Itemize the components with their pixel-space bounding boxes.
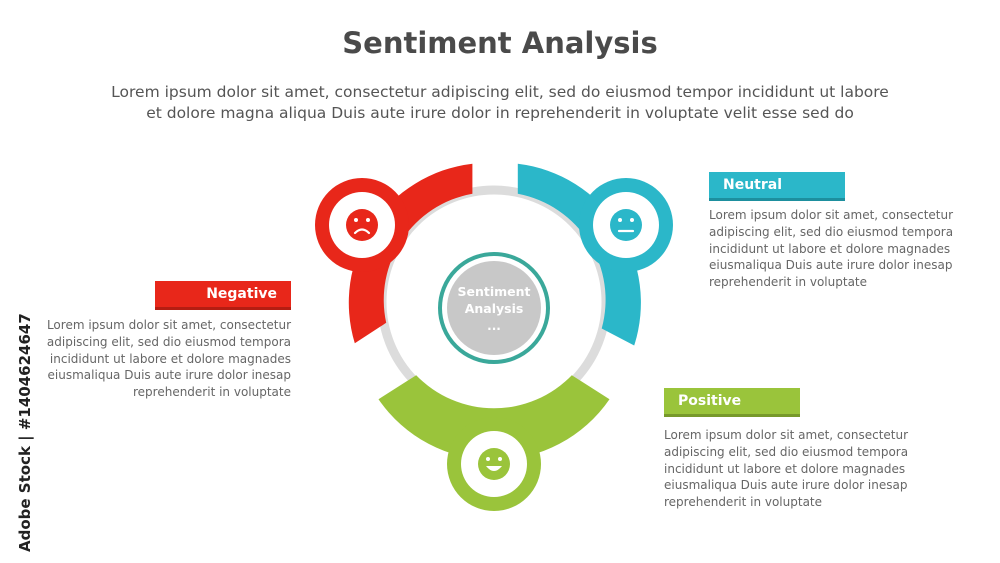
- subtitle-line: Lorem ipsum dolor sit amet, consectetur …: [111, 83, 889, 101]
- negative-label: Negative: [155, 281, 291, 310]
- description-line: reprehenderit in voluptate: [709, 275, 868, 290]
- negative-description: Lorem ipsum dolor sit amet, consectetur …: [31, 317, 291, 401]
- sad-face-icon: [346, 209, 378, 241]
- page-title: Sentiment Analysis: [342, 26, 658, 60]
- neutral-segment: [517, 163, 673, 346]
- stock-watermark: Adobe Stock | #1404624647: [4, 312, 34, 552]
- neutral-description: Lorem ipsum dolor sit amet, consectetur …: [709, 207, 969, 291]
- description-line: eiusmaliqua Duis aute irure dolor inesap: [664, 478, 908, 493]
- description-line: Lorem ipsum dolor sit amet, consectetur: [709, 208, 954, 222]
- description-line: adipiscing elit, sed dio eiusmod tempora: [664, 444, 909, 459]
- description-line: incididunt ut labore et dolore magnades: [49, 351, 291, 366]
- center-label-line1: Sentiment: [457, 284, 530, 299]
- positive-description: Lorem ipsum dolor sit amet, consectetur …: [664, 427, 924, 511]
- subtitle-line: et dolore magna aliqua Duis aute irure d…: [146, 104, 854, 122]
- neutral-face-icon: [610, 209, 642, 241]
- description-line: adipiscing elit, sed dio eiusmod tempora: [46, 334, 291, 349]
- neutral-arc-band: [517, 163, 641, 346]
- description-line: incididunt ut labore et dolore magnades: [709, 241, 951, 256]
- center-label-line2: Analysis: [465, 301, 524, 316]
- description-line: Lorem ipsum dolor sit amet, consectetur: [46, 318, 291, 332]
- description-line: adipiscing elit, sed dio eiusmod tempora: [709, 224, 954, 239]
- description-line: eiusmaliqua Duis aute irure dolor inesap: [47, 368, 291, 383]
- center-dots: ...: [487, 319, 501, 333]
- description-line: Lorem ipsum dolor sit amet, consectetur: [664, 428, 909, 442]
- negative-arc-band: [348, 163, 473, 344]
- positive-label: Positive: [664, 388, 800, 417]
- page-subtitle: Lorem ipsum dolor sit amet, consectetur …: [40, 82, 960, 124]
- center-hub: Sentiment Analysis ...: [438, 252, 550, 364]
- happy-face-icon: [478, 448, 510, 480]
- description-line: reprehenderit in voluptate: [132, 385, 291, 400]
- neutral-label: Neutral: [709, 172, 845, 201]
- watermark-text: Adobe Stock | #1404624647: [16, 313, 34, 552]
- description-line: eiusmaliqua Duis aute irure dolor inesap: [709, 258, 953, 273]
- negative-segment: [315, 163, 473, 344]
- positive-segment: [378, 375, 610, 511]
- description-line: reprehenderit in voluptate: [664, 495, 823, 510]
- description-line: incididunt ut labore et dolore magnades: [664, 461, 906, 476]
